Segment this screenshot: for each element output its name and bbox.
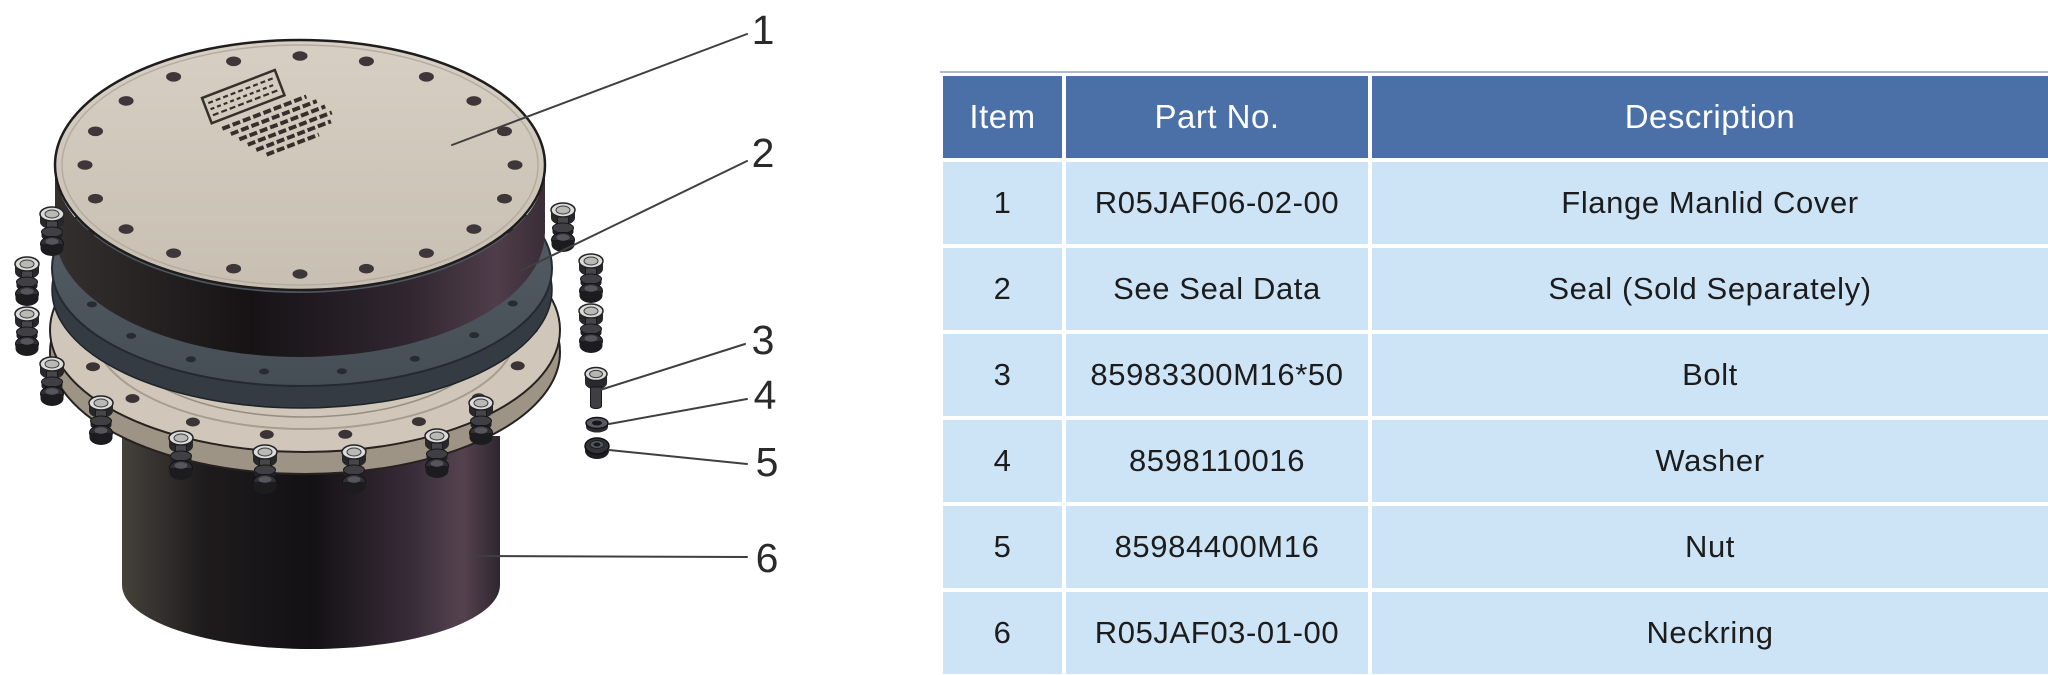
parts-table: Item Part No. Description 1 R05JAF06-02-…: [943, 76, 2048, 674]
leader-6: [472, 555, 748, 558]
header-cell-description: Description: [1372, 76, 2048, 158]
cell-description: Seal (Sold Separately): [1372, 248, 2048, 330]
callout-5: 5: [756, 439, 779, 485]
cell-item: 3: [943, 334, 1062, 416]
cell-item: 6: [943, 592, 1062, 674]
flange-manlid-cover: [53, 38, 547, 292]
cover-skirt: [55, 168, 545, 357]
callout-1: 1: [752, 7, 775, 53]
cell-part-no: 85983300M16*50: [1066, 334, 1368, 416]
cell-part-no: R05JAF03-01-00: [1066, 592, 1368, 674]
cell-description: Flange Manlid Cover: [1372, 162, 2048, 244]
cell-part-no: 85984400M16: [1066, 506, 1368, 588]
leader-1: [451, 33, 748, 146]
washer-part: [585, 416, 609, 434]
cell-item: 4: [943, 420, 1062, 502]
callout-3: 3: [752, 317, 775, 363]
neckring-body: [122, 436, 500, 649]
cell-part-no: 8598110016: [1066, 420, 1368, 502]
cell-item: 5: [943, 506, 1062, 588]
callout-2: 2: [752, 130, 775, 176]
cell-description: Nut: [1372, 506, 2048, 588]
cell-part-no: See Seal Data: [1066, 248, 1368, 330]
leader-5: [608, 449, 748, 465]
cell-description: Washer: [1372, 420, 2048, 502]
cell-part-no: R05JAF06-02-00: [1066, 162, 1368, 244]
table-top-border: [940, 71, 2048, 73]
leader-3: [599, 343, 746, 391]
cell-description: Neckring: [1372, 592, 2048, 674]
leader-2: [517, 160, 748, 273]
cell-description: Bolt: [1372, 334, 2048, 416]
header-cell-item: Item: [943, 76, 1062, 158]
cover-logo: [200, 68, 333, 157]
nut-part: [584, 437, 610, 460]
callout-4: 4: [754, 372, 777, 418]
leader-4: [608, 398, 748, 425]
cell-item: 1: [943, 162, 1062, 244]
callout-numbers: 1 2 3 4 5 6: [752, 7, 779, 581]
header-cell-part-no: Part No.: [1066, 76, 1368, 158]
cell-item: 2: [943, 248, 1062, 330]
callout-6: 6: [756, 535, 779, 581]
cover-bolt-holes: [77, 51, 523, 279]
manlid-assembly-diagram: 1 2 3 4 5 6: [14, 7, 779, 649]
callout-leaders: [451, 33, 748, 558]
cover-engraved-text: [221, 94, 333, 157]
